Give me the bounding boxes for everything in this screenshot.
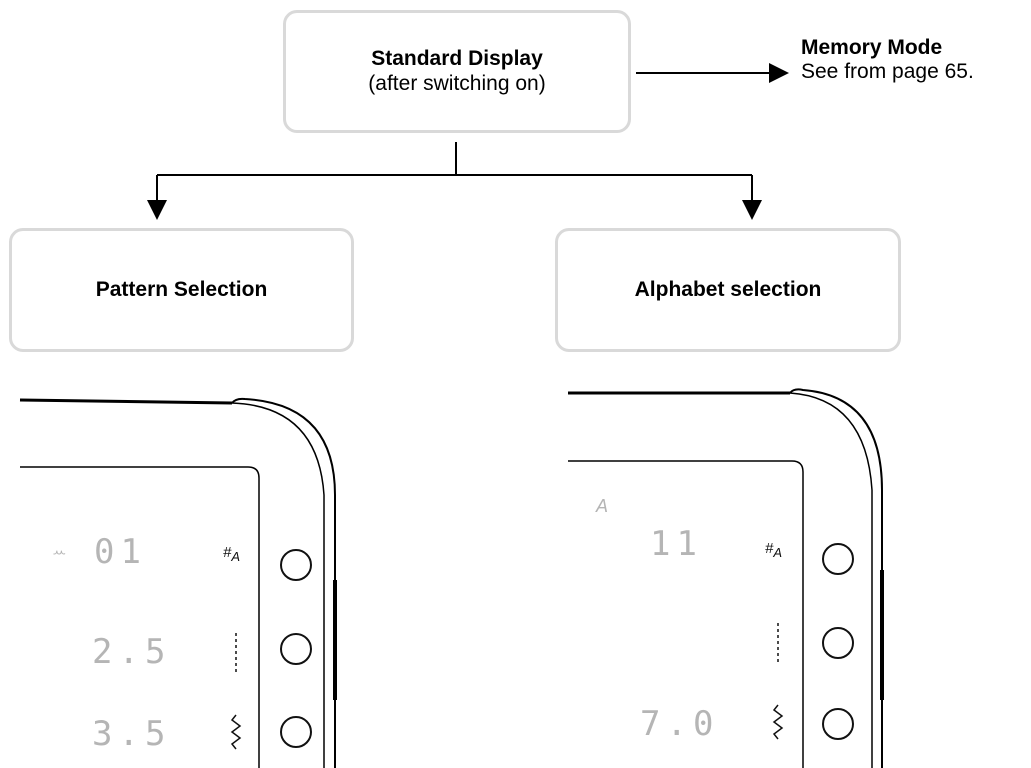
memory-mode-title: Memory Mode [801, 36, 943, 59]
memory-mode-note: Memory Mode See from page 65. [801, 36, 974, 84]
alphabet-selection-label: Alphabet selection [634, 277, 822, 301]
alphabet-top-indicator: A [596, 496, 615, 516]
pattern-stitch-length-button[interactable] [280, 633, 312, 665]
pattern-stitch-width-display: 3.5 [92, 714, 172, 754]
pattern-top-indicator: ꕀ [52, 542, 73, 561]
standard-display-box: Standard Display (after switching on) [283, 10, 631, 133]
alphabet-stitch-width-button[interactable] [822, 708, 854, 740]
pattern-number-display: 01 [94, 532, 147, 572]
alphabet-stitch-length-button[interactable] [822, 627, 854, 659]
standard-display-subtitle: (after switching on) [368, 71, 546, 95]
pattern-selection-label: Pattern Selection [95, 277, 268, 301]
standard-display-title: Standard Display [371, 47, 543, 71]
alphabet-panel-outline [568, 388, 884, 768]
pattern-stitch-length-display: 2.5 [92, 632, 172, 672]
stitch-width-icon [772, 704, 784, 740]
number-selection-icon: #A [223, 544, 241, 564]
pattern-panel-outline [19, 397, 337, 768]
alphabet-stitch-width-display: 7.0 [640, 704, 720, 744]
number-selection-icon: #A [765, 540, 783, 560]
pattern-number-button[interactable] [280, 549, 312, 581]
alphabet-number-button[interactable] [822, 543, 854, 575]
pattern-selection-box: Pattern Selection [9, 228, 354, 352]
alphabet-selection-box: Alphabet selection [555, 228, 901, 352]
stitch-width-icon [230, 714, 242, 750]
memory-mode-reference: See from page 65. [801, 60, 974, 84]
pattern-stitch-width-button[interactable] [280, 716, 312, 748]
alphabet-number-display: 11 [650, 524, 703, 564]
